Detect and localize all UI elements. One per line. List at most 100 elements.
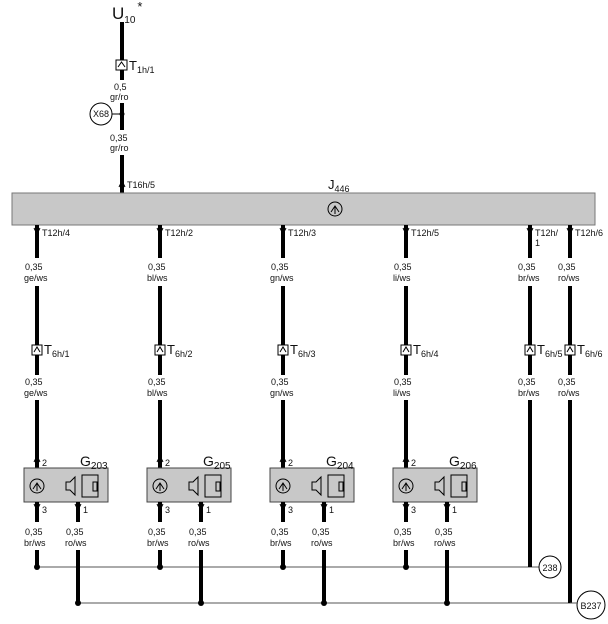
channel-2-ground-dot	[157, 564, 163, 570]
channel-4-sensor-pin-top: 2	[411, 458, 416, 468]
ref-B237-circle	[576, 590, 606, 620]
channel-4-module-pin-label: T12h/5	[411, 228, 439, 238]
channel-4-ground-dot	[403, 564, 409, 570]
channel-3-pin-a-label: 3	[288, 505, 293, 515]
channel-1-color-1: ge/ws	[24, 273, 48, 283]
control-module-box	[11, 192, 596, 226]
channel-4-sensor-pin-arrow	[402, 454, 410, 463]
channel-3-speaker-icon	[311, 475, 322, 497]
channel-2-sensor-pin-top: 2	[165, 458, 170, 468]
splice-label: X68	[93, 109, 109, 119]
channel-2-gauge-1: 0,35	[148, 262, 166, 272]
channel-3-color-a: br/ws	[270, 538, 292, 548]
channel-3-gauge-b: 0,35	[312, 527, 330, 537]
channel-1-connector-label: T6h/1	[44, 342, 69, 359]
extra-wire-1-connector-label: T6h/5	[537, 342, 562, 359]
channel-3-sensor-gauge-icon	[275, 478, 291, 494]
splice-circle	[89, 102, 113, 126]
channel-3-pin-arrow	[279, 227, 287, 236]
channel-4-gauge-2: 0,35	[394, 377, 412, 387]
ref-238-circle	[538, 555, 562, 579]
channel-3-sensor-label: G204	[326, 453, 354, 472]
channel-2-sensor-pin-arrow	[156, 454, 164, 463]
channel-1-color-b: ro/ws	[65, 538, 87, 548]
wire-lower-color: gr/ro	[110, 143, 129, 153]
extra-wire-1-connector-icon	[524, 344, 536, 356]
channel-4-connector-label: T6h/4	[413, 342, 438, 359]
channel-3-color-2: gn/ws	[270, 388, 294, 398]
channel-2-color-b: ro/ws	[188, 538, 210, 548]
channel-3-gauge-a: 0,35	[271, 527, 289, 537]
top-connector-label: T1h/1	[129, 58, 154, 75]
extra-wire-1-pin-arrow	[526, 227, 534, 236]
channel-3-gauge-2: 0,35	[271, 377, 289, 387]
wire-upper-gauge: 0,5	[114, 82, 127, 92]
channel-1-sensor-label: G203	[80, 453, 108, 472]
channel-3-pin-b-label: 1	[329, 505, 334, 515]
channel-3-sensor-pin-arrow	[279, 454, 287, 463]
channel-2-color-1: bl/ws	[147, 273, 168, 283]
extra-wire-2-pin-arrow	[566, 227, 574, 236]
ref-B237-label: B237	[580, 601, 601, 611]
channel-1-sensor-pin-top: 2	[42, 458, 47, 468]
channel-2-module-pin-label: T12h/2	[165, 228, 193, 238]
channel-2-connector-icon	[154, 344, 166, 356]
channel-4-pin-b-label: 1	[452, 505, 457, 515]
wire-lower-gauge: 0,35	[110, 133, 128, 143]
channel-2-connector-label: T6h/2	[167, 342, 192, 359]
channel-4-color-2: li/ws	[393, 388, 411, 398]
channel-2-pin-a-label: 3	[165, 505, 170, 515]
extra-wire-1-gauge-2: 0,35	[518, 377, 536, 387]
channel-2-color-a: br/ws	[147, 538, 169, 548]
channel-4-color-1: li/ws	[393, 273, 411, 283]
channel-1-color-a: br/ws	[24, 538, 46, 548]
extra-wire-2-connector-label: T6h/6	[577, 342, 602, 359]
extra-wire-1-color-1: br/ws	[518, 273, 540, 283]
extra-wire-1-gauge-1: 0,35	[518, 262, 536, 272]
control-module-label: J446	[328, 177, 350, 194]
channel-2-pin-b-label: 1	[206, 505, 211, 515]
channel-1-red-dot	[75, 600, 81, 606]
channel-2-sensor-gauge-icon	[152, 478, 168, 494]
ref-238-label: 238	[542, 563, 557, 573]
channel-4-gauge-b: 0,35	[435, 527, 453, 537]
channel-4-pin-a-label: 3	[411, 505, 416, 515]
channel-4-pin-arrow	[402, 227, 410, 236]
channel-3-module-pin-label: T12h/3	[288, 228, 316, 238]
channel-1-pin-b-label: 1	[83, 505, 88, 515]
channel-2-speaker-icon	[188, 475, 199, 497]
channel-1-gauge-a: 0,35	[25, 527, 43, 537]
channel-2-sensor-label: G205	[203, 453, 231, 472]
channel-3-sensor-pin-top: 2	[288, 458, 293, 468]
channel-1-module-pin-label: T12h/4	[42, 228, 70, 238]
channel-1-connector-icon	[31, 344, 43, 356]
extra-wire-1-module-pin-label: T12h/	[535, 228, 559, 238]
top-connector-icon	[115, 59, 128, 71]
extra-wire-2-connector-icon	[564, 344, 576, 356]
extra-wire-2-module-pin-label: T12h/6	[575, 228, 603, 238]
channel-2-gauge-a: 0,35	[148, 527, 166, 537]
channel-3-relay-icon	[327, 474, 345, 498]
channel-4-color-a: br/ws	[393, 538, 415, 548]
channel-3-connector-icon	[277, 344, 289, 356]
supply-label: U10*	[112, 0, 142, 26]
channel-4-gauge-a: 0,35	[394, 527, 412, 537]
channel-2-color-2: bl/ws	[147, 388, 168, 398]
channel-1-sensor-gauge-icon	[29, 478, 45, 494]
sensor-symbol-icon	[327, 201, 343, 217]
extra-wire-2-color-1: ro/ws	[558, 273, 580, 283]
channel-3-color-b: ro/ws	[311, 538, 333, 548]
channel-3-ground-dot	[280, 564, 286, 570]
channel-1-color-2: ge/ws	[24, 388, 48, 398]
channel-4-relay-icon	[450, 474, 468, 498]
channel-2-gauge-2: 0,35	[148, 377, 166, 387]
channel-1-ground-dot	[34, 564, 40, 570]
channel-1-relay-icon	[81, 474, 99, 498]
channel-1-pin-arrow	[33, 227, 41, 236]
extra-wire-2-color-2: ro/ws	[558, 388, 580, 398]
extra-wire-2-gauge-2: 0,35	[558, 377, 576, 387]
channel-3-connector-label: T6h/3	[290, 342, 315, 359]
channel-2-relay-icon	[204, 474, 222, 498]
splice-dot	[119, 111, 125, 117]
